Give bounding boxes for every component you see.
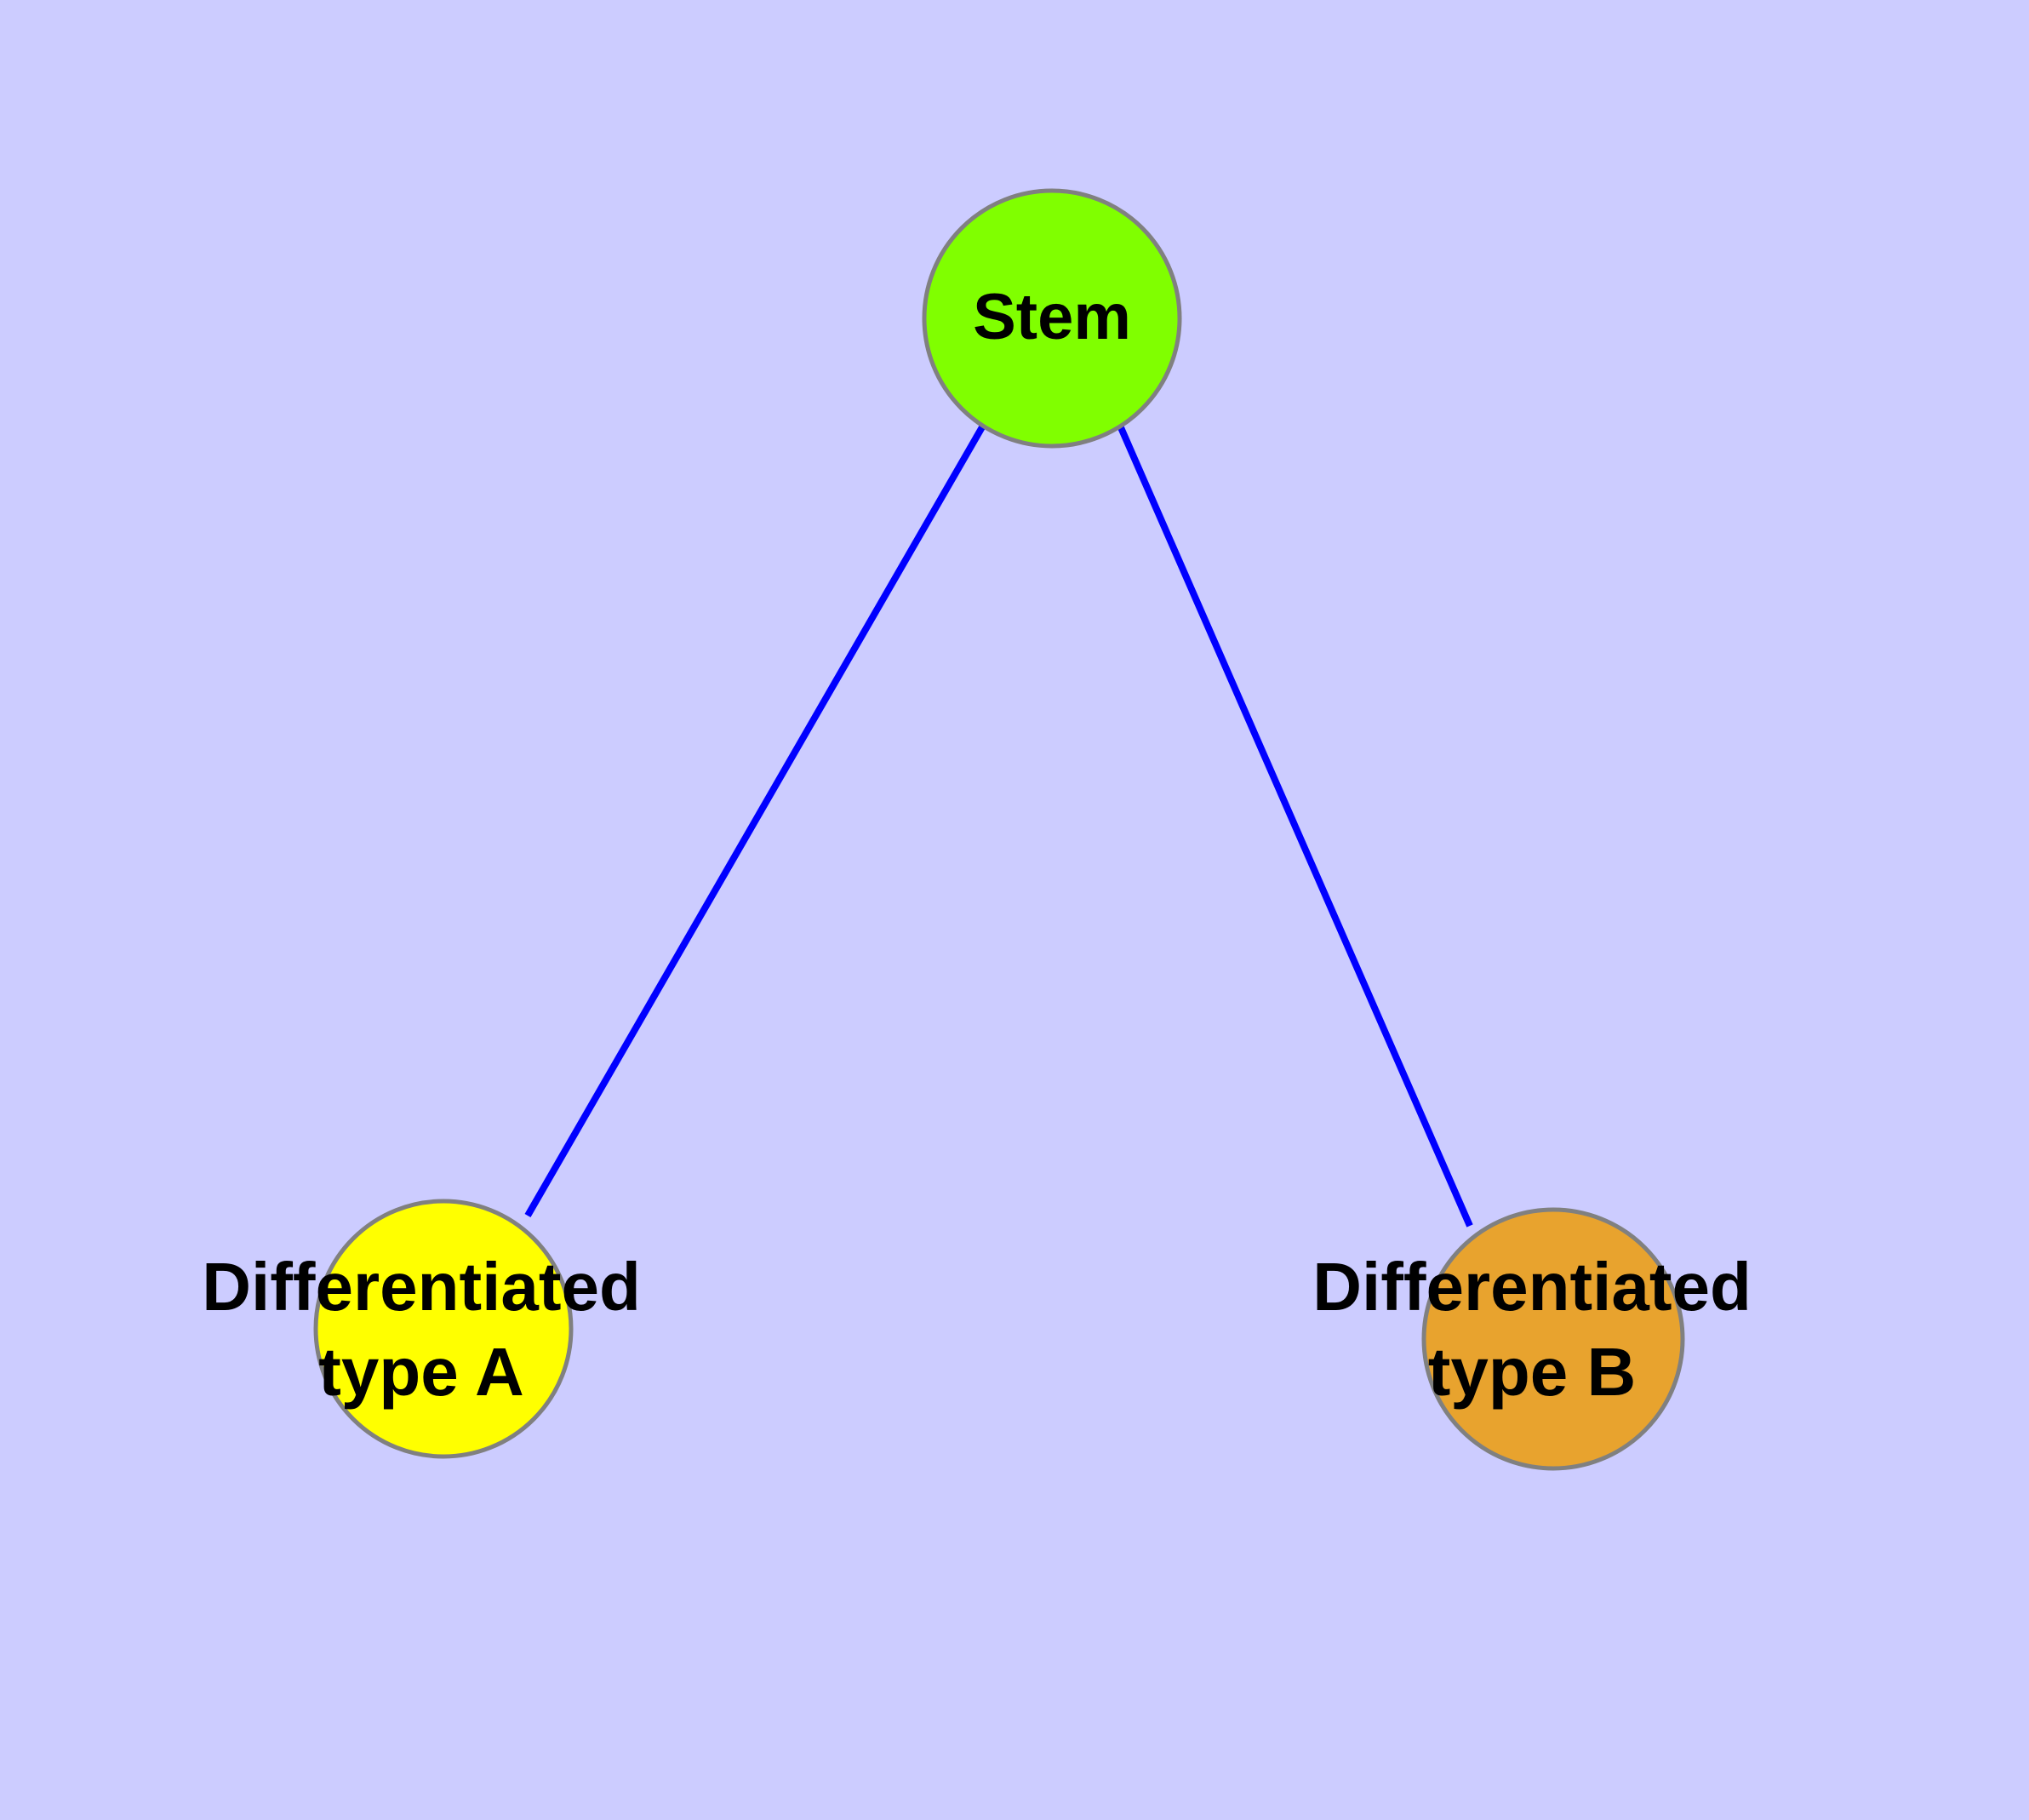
node-differentiated-type-b-label-line1: Differentiated [1312, 1249, 1752, 1325]
edge-layer [524, 424, 1473, 1228]
node-differentiated-type-b-label-line2: type B [1428, 1334, 1637, 1410]
node-differentiated-type-a[interactable]: Differentiated type A [202, 1199, 641, 1459]
node-stem-circle[interactable] [922, 188, 1182, 449]
node-differentiated-type-a-label-line2: type A [318, 1334, 524, 1410]
node-differentiated-type-a-circle[interactable] [313, 1199, 574, 1459]
node-differentiated-type-b-circle[interactable] [1421, 1207, 1685, 1471]
edge-stem-to-diff-a[interactable] [524, 424, 986, 1217]
node-differentiated-type-b[interactable]: Differentiated type B [1312, 1207, 1752, 1471]
node-layer: Stem Differentiated type A Differentiate… [202, 188, 1752, 1471]
node-differentiated-type-a-label-line1: Differentiated [202, 1249, 641, 1325]
node-stem[interactable]: Stem [922, 188, 1182, 449]
node-stem-label: Stem [973, 281, 1131, 353]
edge-stem-to-diff-b[interactable] [1117, 424, 1473, 1228]
